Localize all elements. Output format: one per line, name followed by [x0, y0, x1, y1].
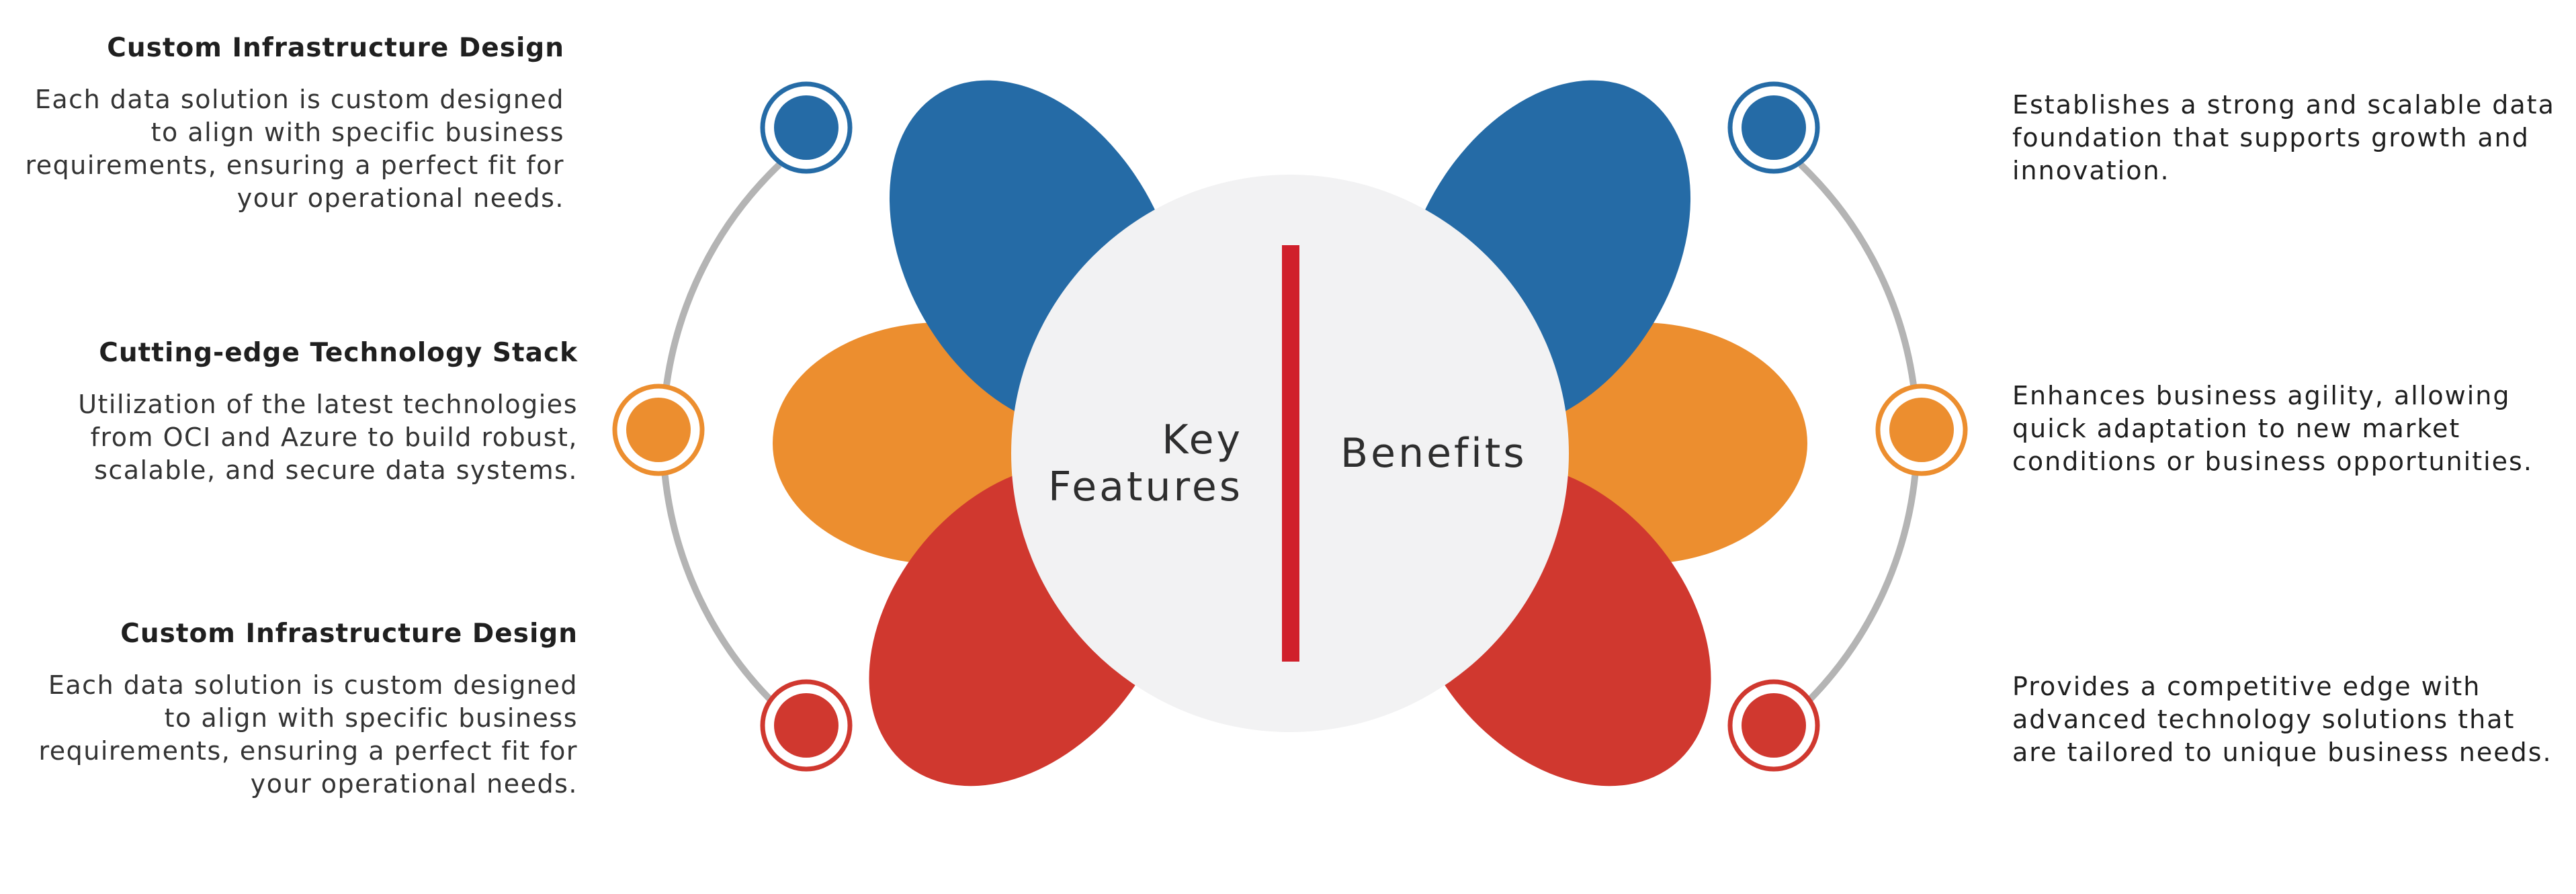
benefit-block-1: Establishes a strong and scalable data f…: [2012, 89, 2557, 187]
benefit-block-2: Enhances business agility, allowing quic…: [2012, 379, 2557, 478]
feature-title: Custom Infrastructure Design: [120, 619, 578, 649]
feature-description: Each data solution is custom designed to…: [38, 670, 578, 799]
feature-description: Each data solution is custom designed to…: [25, 85, 564, 213]
node-left-blue: [760, 81, 853, 174]
node-left-orange: [612, 384, 705, 476]
node-left-red: [760, 679, 853, 772]
benefit-text: Provides a competitive edge with advance…: [2012, 672, 2552, 767]
feature-title: Custom Infrastructure Design: [107, 33, 564, 63]
feature-block-1: Custom Infrastructure Design Each data s…: [20, 32, 564, 215]
center-divider: [1282, 245, 1299, 662]
feature-block-2: Cutting-edge Technology Stack Utilizatio…: [27, 337, 578, 487]
benefits-label: Benefits: [1340, 430, 1527, 477]
key-label: Key: [1162, 416, 1243, 463]
features-label: Features: [1048, 463, 1243, 510]
feature-title: Cutting-edge Technology Stack: [99, 338, 578, 368]
benefit-block-3: Provides a competitive edge with advance…: [2012, 670, 2557, 769]
node-right-orange: [1875, 384, 1968, 476]
node-right-blue: [1727, 81, 1820, 174]
benefit-text: Enhances business agility, allowing quic…: [2012, 381, 2533, 476]
feature-block-3: Custom Infrastructure Design Each data s…: [34, 618, 578, 801]
feature-description: Utilization of the latest technologies f…: [78, 390, 578, 485]
node-right-red: [1727, 679, 1820, 772]
benefit-text: Establishes a strong and scalable data f…: [2012, 90, 2555, 185]
